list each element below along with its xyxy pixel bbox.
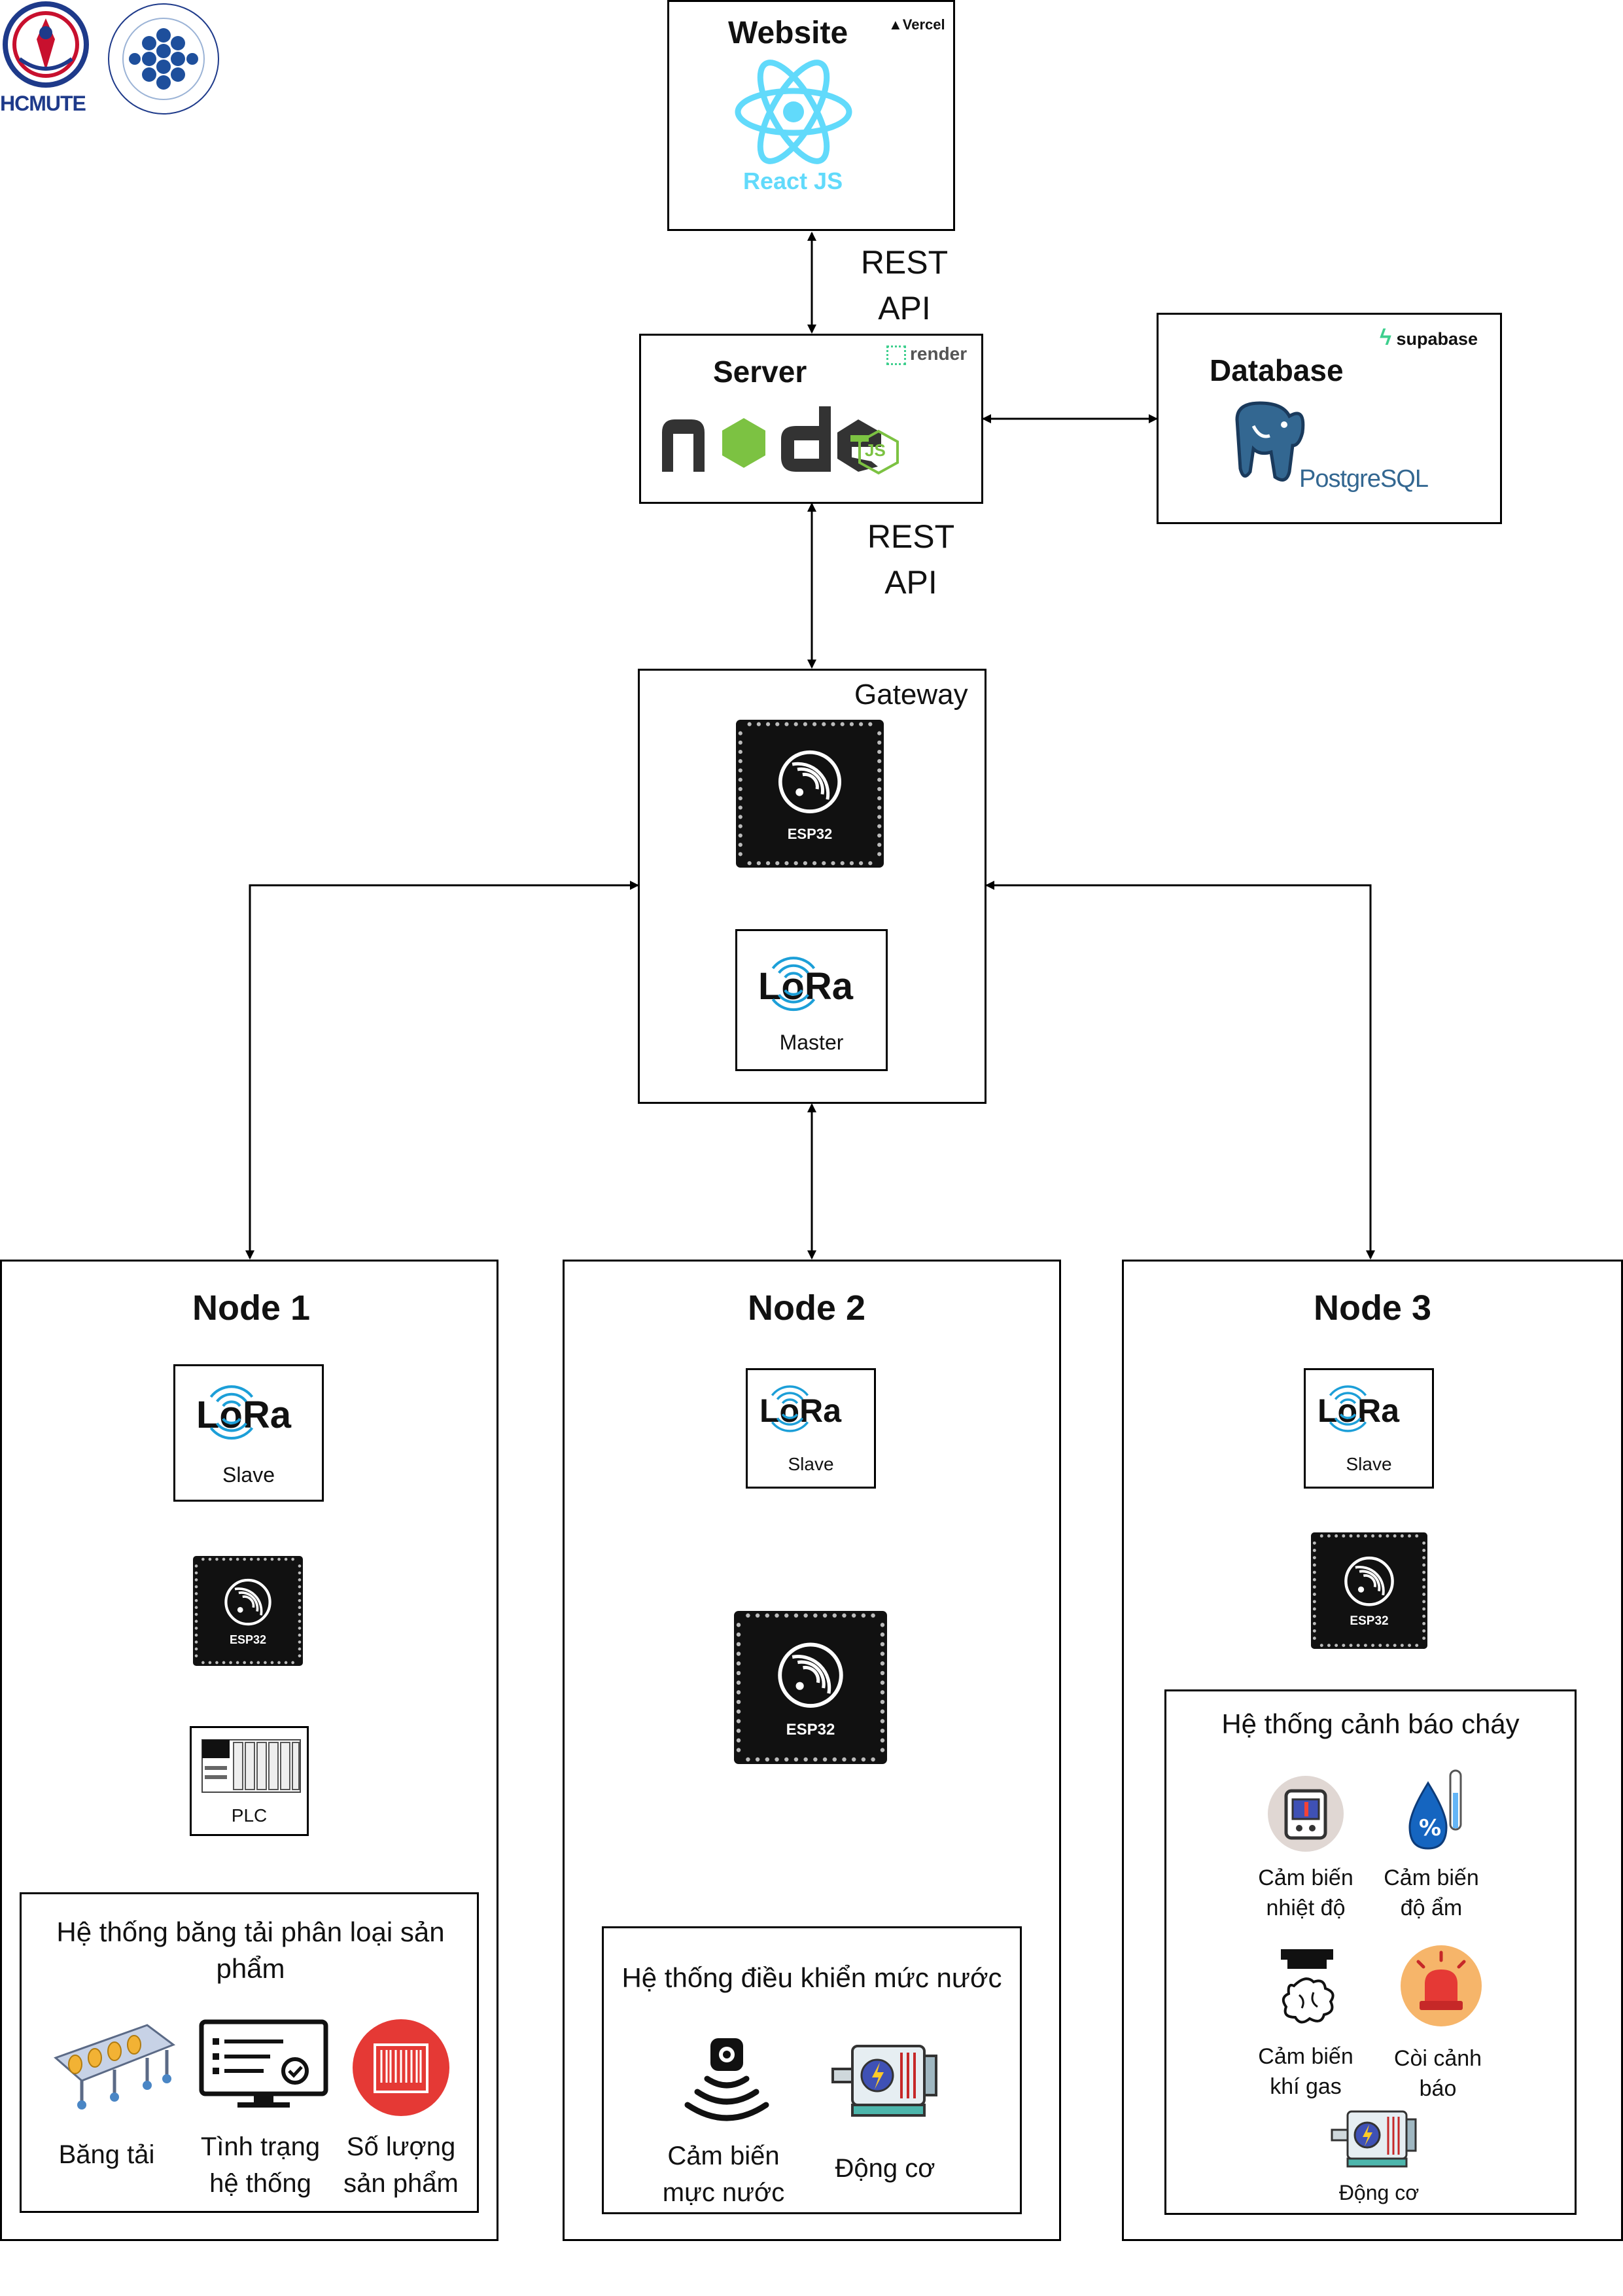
rest-api-top-line1: REST	[860, 244, 949, 281]
rest-api-bottom-line2: API	[884, 564, 937, 601]
node1-system-title: Hệ thống băng tải phân loại sản phẩm	[56, 1916, 445, 1984]
render-icon	[886, 345, 906, 365]
esp32-chip-icon	[736, 720, 884, 868]
gas-sensor-icon	[1281, 1949, 1335, 2024]
gateway-lora-role: Master	[779, 1031, 844, 1054]
node3-system-title: Hệ thống cảnh báo cháy	[1221, 1708, 1520, 1739]
fhq-logo	[105, 3, 222, 120]
node2-esp32-chip	[734, 1611, 887, 1764]
node1-lora-box: LoRa Slave	[173, 1364, 324, 1502]
siren-icon	[1401, 1945, 1482, 2026]
lora-logo-icon: LoRa	[759, 1385, 842, 1432]
js-badge-label: JS	[865, 440, 886, 460]
thermometer-icon	[1268, 1776, 1344, 1852]
lora-logo-icon: LoRa	[196, 1385, 292, 1440]
node1-lora-role: Slave	[222, 1463, 275, 1487]
node3-item-humidity: Cảm biến độ ẩm	[1384, 1865, 1479, 1920]
postgresql-elephant-icon	[1235, 401, 1305, 482]
rest-api-label-top: REST API	[857, 239, 952, 331]
esp32-chip-icon	[1311, 1532, 1427, 1649]
esp32-chip-icon	[193, 1556, 303, 1666]
node3-item-temperature: Cảm biến nhiệt độ	[1258, 1865, 1353, 1920]
hcmute-emblem-icon	[3, 1, 89, 88]
node3-esp32-chip	[1311, 1532, 1427, 1649]
node2-system-title: Hệ thống điều khiển mức nước	[621, 1962, 1002, 1993]
database-title: Database	[1210, 353, 1344, 387]
lora-logo-icon: LoRa	[1318, 1385, 1400, 1432]
vercel-triangle-icon: ▲	[888, 16, 903, 33]
node2-lora-role: Slave	[788, 1454, 834, 1474]
rest-api-bottom-line1: REST	[867, 518, 955, 555]
barcode-icon	[353, 2019, 449, 2116]
react-logo-icon	[735, 60, 852, 164]
hcmute-text: HCMUTE	[0, 92, 86, 115]
motor-icon	[831, 2045, 937, 2117]
hcmute-logo: HCMUTE	[0, 0, 92, 118]
arrow-gateway-node3	[985, 881, 1375, 1260]
plc-icon	[201, 1739, 301, 1793]
node3-system-box: Hệ thống cảnh báo cháy % Cảm biến nhiệt …	[1164, 1689, 1577, 2215]
supabase-label: supabase	[1396, 329, 1478, 349]
node1-plc-box: PLC	[190, 1726, 309, 1836]
node1-item-status: Tình trạng hệ thống	[200, 2132, 321, 2198]
vercel-label: Vercel	[902, 16, 945, 33]
node2-lora-logo: LoRa	[759, 1385, 861, 1438]
node2-system-box: Hệ thống điều khiển mức nước Cảm biến mự…	[602, 1926, 1022, 2214]
motor-icon	[1331, 2110, 1417, 2168]
node3-item-motor: Động cơ	[1338, 2181, 1420, 2204]
conveyor-icon	[54, 2024, 176, 2110]
rest-api-label-bottom: REST API	[864, 514, 958, 605]
node2-esp32-label: ESP32	[786, 1721, 835, 1739]
node3-lora-box: LoRa Slave	[1304, 1368, 1434, 1489]
gateway-lora-box: LoRa Master	[735, 929, 888, 1071]
gateway-lora-logo: LoRa	[758, 957, 876, 1018]
node1-item-conveyor: Băng tải	[58, 2140, 155, 2169]
arrow-gateway-node1	[245, 881, 639, 1260]
render-label: render	[910, 344, 968, 364]
level-sensor-icon	[684, 2038, 769, 2121]
gateway-esp32-label: ESP32	[787, 826, 833, 842]
website-title: Website	[728, 16, 848, 50]
node2-item-level-sensor: Cảm biến mực nước	[662, 2142, 785, 2207]
supabase-badge: ϟ supabase	[1380, 325, 1478, 351]
supabase-bolt-icon: ϟ	[1380, 325, 1391, 350]
node1-esp32-label: ESP32	[229, 1633, 267, 1646]
node3-title: Node 3	[1313, 1288, 1432, 1328]
node2-lora-box: LoRa Slave	[746, 1368, 876, 1489]
esp32-chip-icon	[734, 1611, 887, 1764]
monitor-icon	[199, 2019, 328, 2108]
node3-item-gas: Cảm biến khí gas	[1258, 2044, 1353, 2099]
node1-esp32-chip	[193, 1556, 303, 1666]
server-box: Server render JS	[639, 334, 983, 504]
lora-logo-icon: LoRa	[758, 957, 854, 1012]
gateway-title: Gateway	[854, 679, 968, 711]
gateway-esp32-chip	[736, 720, 884, 868]
node1-title: Node 1	[192, 1288, 311, 1328]
react-label: React JS	[743, 168, 843, 194]
rest-api-top-line2: API	[878, 290, 931, 327]
vercel-badge: ▲Vercel	[888, 16, 945, 33]
server-title: Server	[713, 355, 807, 389]
node3-esp32-label: ESP32	[1350, 1614, 1389, 1628]
database-box: Database ϟ supabase PostgreSQL	[1157, 313, 1502, 524]
postgresql-label: PostgreSQL	[1299, 465, 1429, 493]
faculty-emblem-icon	[108, 3, 219, 115]
node3-item-siren: Còi cảnh báo	[1393, 2046, 1482, 2101]
js-hex-badge-icon	[858, 429, 899, 475]
website-box: Website ▲Vercel React JS	[667, 0, 955, 231]
humidity-icon: %	[1408, 1769, 1462, 1850]
nodejs-logo-icon	[662, 406, 881, 472]
svg-text:%: %	[1419, 1815, 1441, 1841]
node3-lora-logo: LoRa	[1318, 1385, 1419, 1438]
node3-lora-role: Slave	[1346, 1454, 1392, 1474]
node1-system-box: Hệ thống băng tải phân loại sản phẩm Băn…	[20, 1892, 479, 2213]
node2-item-motor: Động cơ	[835, 2154, 935, 2183]
node2-title: Node 2	[747, 1288, 866, 1328]
node1-plc-label: PLC	[231, 1805, 268, 1826]
render-badge: render	[886, 344, 967, 365]
node1-lora-logo: LoRa	[196, 1385, 314, 1447]
node1-item-count: Số lượng sản phẩm	[343, 2132, 459, 2198]
